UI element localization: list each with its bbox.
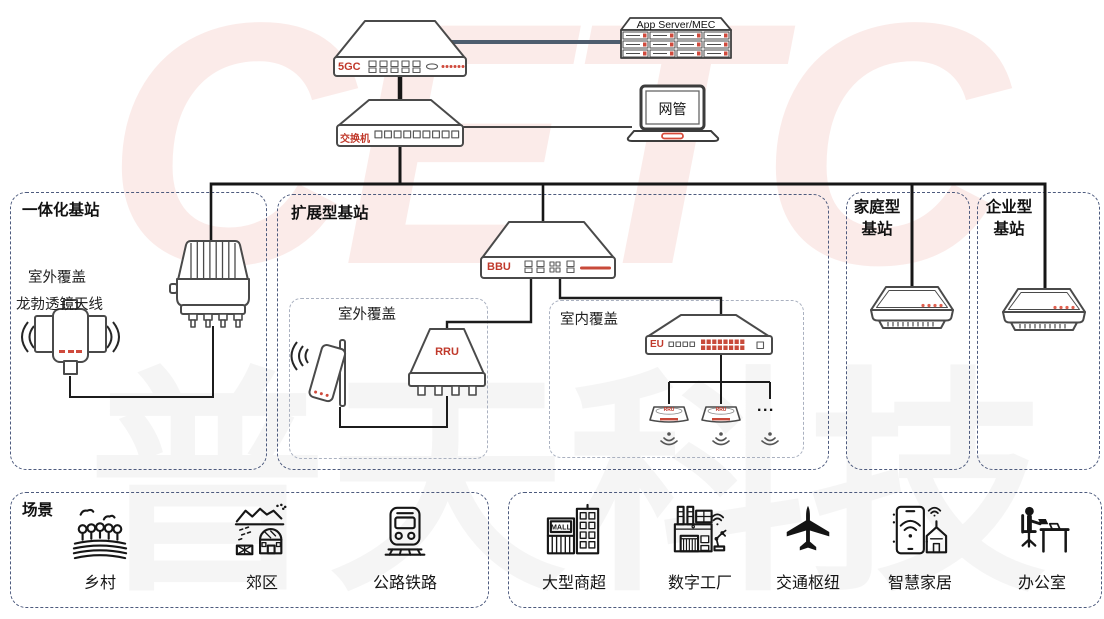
wifi-signal-icon-2 [710, 430, 732, 450]
home-station-box [846, 192, 970, 470]
panel-led-dots [314, 390, 329, 397]
integrated-coverage-text: 室外覆盖 [28, 270, 86, 286]
prru-red-strip [660, 418, 678, 421]
app-server-device [620, 16, 732, 60]
integrated-station-title: 一体化基站 [22, 202, 100, 219]
5gc-led-dots [441, 65, 465, 68]
core-5gc-device [332, 18, 468, 78]
scenario-label-mall: 大型商超 [541, 575, 606, 592]
switch-ports [374, 130, 460, 139]
wifi-signal-icon-1 [658, 430, 680, 450]
indoor-coverage-title: 室内覆盖 [560, 312, 618, 328]
smart-home-icon [892, 505, 948, 555]
nms-label: 网管 [658, 101, 687, 117]
prru-device-1 [646, 402, 692, 428]
scenario-item-office: 办公室 [980, 503, 1104, 593]
scenario-item-smart-home: 智慧家居 [858, 503, 982, 593]
enterprise-station-box [977, 192, 1100, 470]
home-title-line1: 家庭型 [853, 199, 901, 216]
mall-windows [579, 511, 596, 549]
nms-laptop-device [626, 84, 720, 144]
scenario-item-rural: 乡村 [38, 503, 162, 593]
eu-ports [668, 341, 765, 350]
lens-antenna-text: 龙勃透镜天线 [16, 297, 103, 313]
lens-led-marks [59, 350, 82, 353]
outdoor-coverage-subbox [289, 298, 488, 459]
rru-device [402, 326, 492, 400]
scenario-label-transport: 交通枢纽 [775, 575, 840, 592]
rural-icon [72, 508, 128, 560]
scenario-item-factory: 数字工厂 [638, 503, 762, 593]
app-server-label: App Server/MEC [636, 19, 716, 31]
bbu-ports [524, 260, 575, 274]
scenarios-left-box [10, 492, 489, 608]
home-ap-vents [887, 322, 934, 327]
5gc-ports [368, 60, 439, 74]
server-led-dots [643, 33, 728, 56]
home-station-title: 家庭型 基站 [846, 197, 908, 240]
aau-connectors [188, 313, 243, 328]
scenario-label-smart-home: 智慧家居 [887, 575, 952, 592]
home-title-line2: 基站 [861, 220, 893, 238]
scenario-label-suburb: 郊区 [245, 575, 278, 592]
scenario-item-railway: 公路铁路 [343, 503, 467, 593]
railway-icon [384, 506, 426, 556]
scenario-item-suburb: 郊区 [200, 503, 324, 593]
switch-device [335, 97, 465, 149]
panel-antenna-device [283, 336, 358, 416]
integrated-station-box [10, 192, 267, 470]
enterprise-title-line1: 企业型 [985, 199, 1033, 216]
5gc-label: 5GC [338, 61, 361, 73]
scenario-item-transport: 交通枢纽 [746, 503, 870, 593]
bbu-device [479, 219, 617, 281]
mall-icon: MALL [546, 503, 600, 555]
prru-label-2: RRU [715, 407, 727, 413]
factory-icon [673, 505, 727, 553]
scenario-label-railway: 公路铁路 [372, 575, 437, 592]
extended-station-title: 扩展型基站 [291, 205, 369, 222]
scenario-label-factory: 数字工厂 [667, 575, 732, 592]
scenarios-right-box [508, 492, 1102, 608]
enterprise-title-line2: 基站 [993, 220, 1025, 238]
enterprise-ap-vents [1019, 324, 1066, 329]
scenario-label-rural: 乡村 [83, 575, 116, 592]
enterprise-ap-leds [1053, 305, 1075, 310]
rru-connectors [417, 385, 477, 396]
radio-waves-icon [290, 341, 309, 371]
scenario-item-mall: MALL 大型商超 [512, 503, 636, 593]
aau-device [165, 238, 261, 334]
eu-label: EU [650, 339, 664, 350]
wifi-signal-icon-3 [759, 430, 781, 450]
transport-hub-icon [786, 505, 830, 551]
eu-optical-ports [701, 339, 745, 350]
aau-fins [190, 242, 236, 279]
mall-sign-text: MALL [551, 523, 572, 532]
server-units [622, 31, 730, 58]
prru-device-2 [698, 402, 744, 428]
bbu-label: BBU [487, 261, 511, 273]
more-prru-ellipsis: ... [757, 398, 775, 415]
enterprise-station-title: 企业型 基站 [978, 197, 1040, 240]
extended-station-box [277, 194, 829, 470]
outdoor-coverage-title: 室外覆盖 [338, 307, 396, 323]
suburb-icon [234, 503, 287, 556]
office-icon [1021, 506, 1070, 553]
enterprise-ap-device [998, 284, 1090, 336]
scenario-label-office: 办公室 [1017, 575, 1066, 592]
bbu-red-bar [580, 266, 611, 270]
scenarios-title: 场景 [22, 502, 54, 519]
rru-label: RRU [435, 346, 459, 358]
home-ap-leds [921, 303, 943, 308]
laptop-touchpad [661, 132, 684, 140]
prru-label-1: RRU [663, 407, 675, 413]
home-ap-device [866, 282, 958, 334]
prru-red-strip [712, 418, 730, 421]
switch-label: 交换机 [340, 134, 370, 145]
